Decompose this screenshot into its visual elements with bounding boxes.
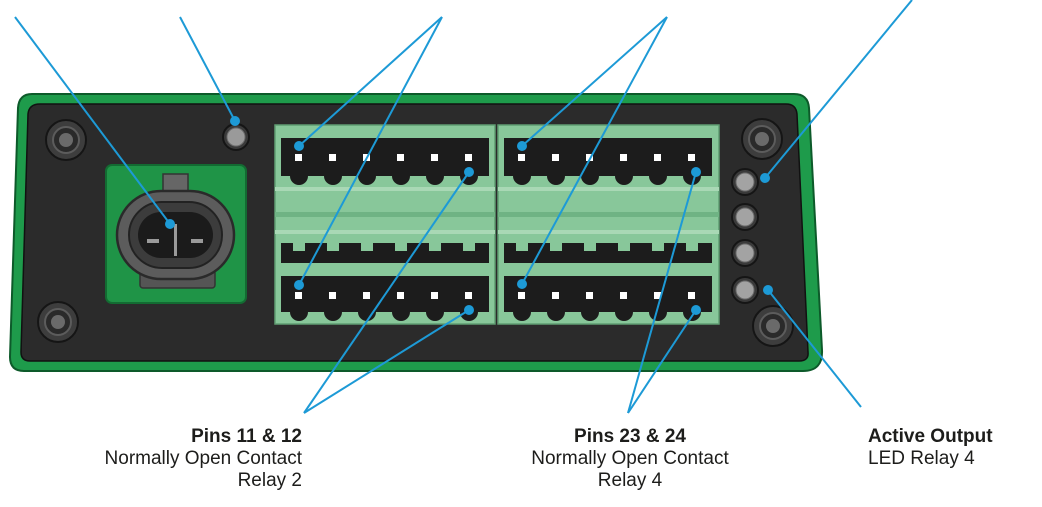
- terminal-block-1: [274, 124, 496, 325]
- callout-pins-11-12: Pins 11 & 12 Normally Open Contact Relay…: [40, 426, 302, 492]
- leader-line-pins-11-12-b: [303, 309, 470, 414]
- callout-relay: Relay 2: [237, 470, 302, 491]
- relay-led-2: [731, 203, 759, 231]
- terminal-plug: [281, 138, 489, 185]
- leader-dot: [691, 167, 701, 177]
- mounting-screw: [37, 301, 79, 343]
- leader-line-pins-23-24-a: [627, 171, 697, 414]
- callout-active-output: Active Output LED Relay 4: [868, 426, 1042, 470]
- leader-line-top-block-2b: [521, 16, 668, 285]
- leader-dot: [464, 305, 474, 315]
- callout-title: Pins 23 & 24: [574, 426, 686, 447]
- callout-description: Normally Open Contact: [531, 448, 729, 469]
- leader-dot: [294, 141, 304, 151]
- leader-dot: [691, 305, 701, 315]
- leader-dot: [165, 219, 175, 229]
- leader-line-top-block-1a: [298, 16, 443, 147]
- mounting-screw: [45, 119, 87, 161]
- terminal-plug: [504, 138, 712, 185]
- terminal-block-2: [497, 124, 720, 325]
- leader-line-active-output: [767, 289, 862, 408]
- leader-dot: [763, 285, 773, 295]
- leader-line-led-1: [764, 0, 913, 179]
- leader-line-power-connector: [14, 16, 171, 225]
- relay-led-1: [731, 168, 759, 196]
- leader-line-pins-11-12-a: [303, 171, 470, 414]
- leader-dot: [294, 280, 304, 290]
- leader-line-dots: [165, 116, 773, 315]
- mounting-screw: [752, 305, 794, 347]
- terminal-plug: [281, 243, 489, 321]
- leader-line-status-led: [179, 16, 236, 122]
- leader-dot: [517, 141, 527, 151]
- callout-description: LED Relay 4: [868, 448, 975, 469]
- leader-dot: [517, 279, 527, 289]
- callout-pins-23-24: Pins 23 & 24 Normally Open Contact Relay…: [450, 426, 810, 492]
- leader-dot: [464, 167, 474, 177]
- terminal-plug: [504, 243, 712, 321]
- leader-dot: [230, 116, 240, 126]
- leader-dot: [760, 173, 770, 183]
- power-connector: [105, 164, 247, 304]
- callout-relay: Relay 4: [597, 470, 663, 491]
- relay-led-3: [731, 239, 759, 267]
- leader-line-top-block-2a: [521, 16, 668, 147]
- callout-title: Pins 11 & 12: [191, 426, 302, 447]
- mounting-screw: [741, 118, 783, 160]
- leader-line-top-block-1b: [298, 16, 443, 286]
- leader-line-pins-23-24-b: [627, 309, 697, 414]
- leader-lines: [14, 0, 913, 414]
- relay-led-4: [731, 276, 759, 304]
- callout-description: Normally Open Contact: [104, 448, 302, 469]
- status-led: [222, 123, 250, 151]
- callout-title: Active Output: [868, 426, 993, 447]
